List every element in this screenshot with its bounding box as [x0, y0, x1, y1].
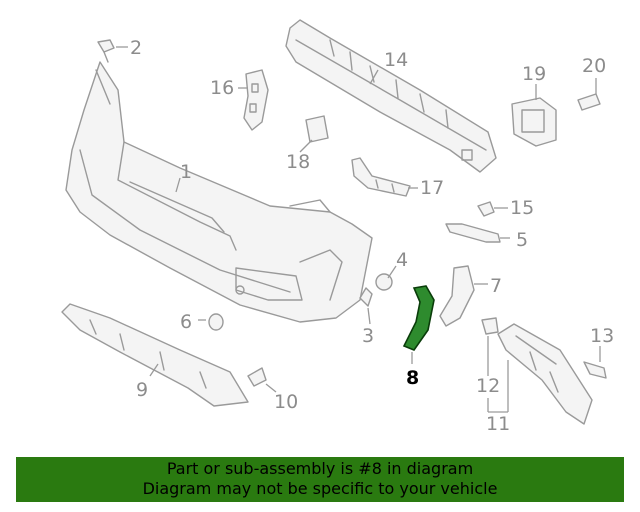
part-bolt-13 [583, 361, 607, 379]
banner-line-1: Part or sub-assembly is #8 in diagram [166, 459, 474, 478]
callout-12: 12 [476, 375, 500, 397]
callout-8: 8 [406, 367, 419, 389]
part-highlighted-8 [402, 285, 435, 351]
callout-7: 7 [490, 275, 502, 297]
callout-19: 19 [522, 63, 546, 85]
part-bracket-16 [243, 69, 269, 131]
part-reflector-7 [439, 265, 475, 327]
part-bracket-19 [511, 97, 557, 147]
callout-5: 5 [516, 229, 528, 251]
callout-3: 3 [362, 325, 374, 347]
part-bolt-10 [247, 367, 267, 387]
part-diffuser-9 [61, 303, 249, 407]
callout-2: 2 [130, 37, 142, 59]
part-nut-15 [477, 201, 495, 217]
part-reinforcement-beam [285, 19, 497, 173]
callout-16: 16 [210, 77, 234, 99]
callout-18: 18 [286, 151, 310, 173]
part-bracket-3 [359, 287, 373, 307]
callout-13: 13 [590, 325, 614, 347]
part-reflector-5 [445, 223, 501, 243]
part-grommet-6 [208, 313, 224, 331]
part-clip-12 [481, 317, 499, 335]
part-info-banner: Part or sub-assembly is #8 in diagram Di… [16, 457, 624, 502]
callout-10: 10 [274, 391, 298, 413]
callout-9: 9 [136, 379, 148, 401]
parts-diagram: 2 1 3 4 5 6 7 8 9 10 11 12 13 14 15 16 1… [61, 19, 614, 435]
callout-11: 11 [486, 413, 510, 435]
callout-4: 4 [396, 249, 408, 271]
part-bolt-20 [577, 93, 601, 111]
callout-1: 1 [180, 161, 192, 183]
callout-14: 14 [384, 49, 408, 71]
part-bracket-17 [351, 157, 411, 197]
banner-line-2: Diagram may not be specific to your vehi… [142, 479, 498, 498]
callout-15: 15 [510, 197, 534, 219]
part-pad-18 [305, 115, 329, 143]
part-bumper-cover [65, 61, 373, 323]
callout-6: 6 [180, 311, 192, 333]
part-bracket-11 [497, 323, 593, 425]
leader-lines [116, 46, 601, 413]
callout-20: 20 [582, 55, 606, 77]
callout-17: 17 [420, 177, 444, 199]
part-bolt-2 [97, 39, 115, 63]
